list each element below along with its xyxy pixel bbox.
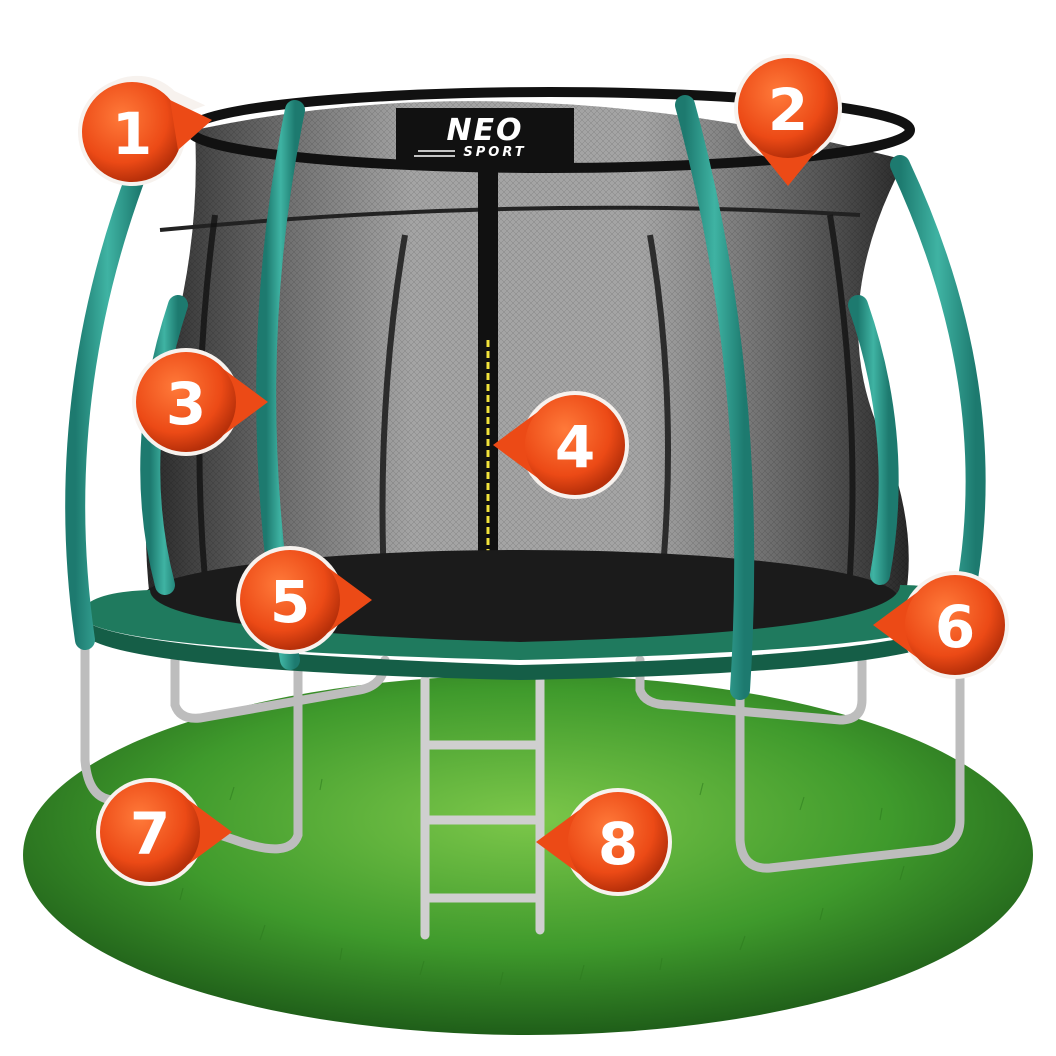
marker-label-6: 6	[935, 593, 975, 661]
marker-label-4: 4	[555, 413, 595, 481]
marker-1: 1	[78, 75, 212, 186]
marker-label-2: 2	[768, 76, 808, 144]
marker-label-1: 1	[112, 100, 152, 168]
marker-6: 6	[873, 571, 1009, 679]
feature-markers: 1 2 3 4 5	[78, 54, 1009, 896]
marker-label-3: 3	[166, 370, 206, 438]
marker-4: 4	[493, 391, 629, 499]
marker-label-7: 7	[130, 800, 170, 868]
brand-logo: NEO SPORT	[396, 108, 574, 164]
marker-8: 8	[536, 788, 672, 896]
logo-line1: NEO	[446, 113, 523, 148]
marker-7: 7	[96, 778, 232, 886]
ladder	[420, 675, 545, 940]
marker-label-8: 8	[598, 810, 638, 878]
marker-label-5: 5	[270, 568, 310, 636]
marker-2: 2	[734, 54, 842, 186]
marker-5: 5	[236, 546, 372, 654]
logo-line2: SPORT	[463, 145, 526, 160]
marker-3: 3	[132, 348, 268, 456]
grass-ground	[23, 675, 1033, 1035]
